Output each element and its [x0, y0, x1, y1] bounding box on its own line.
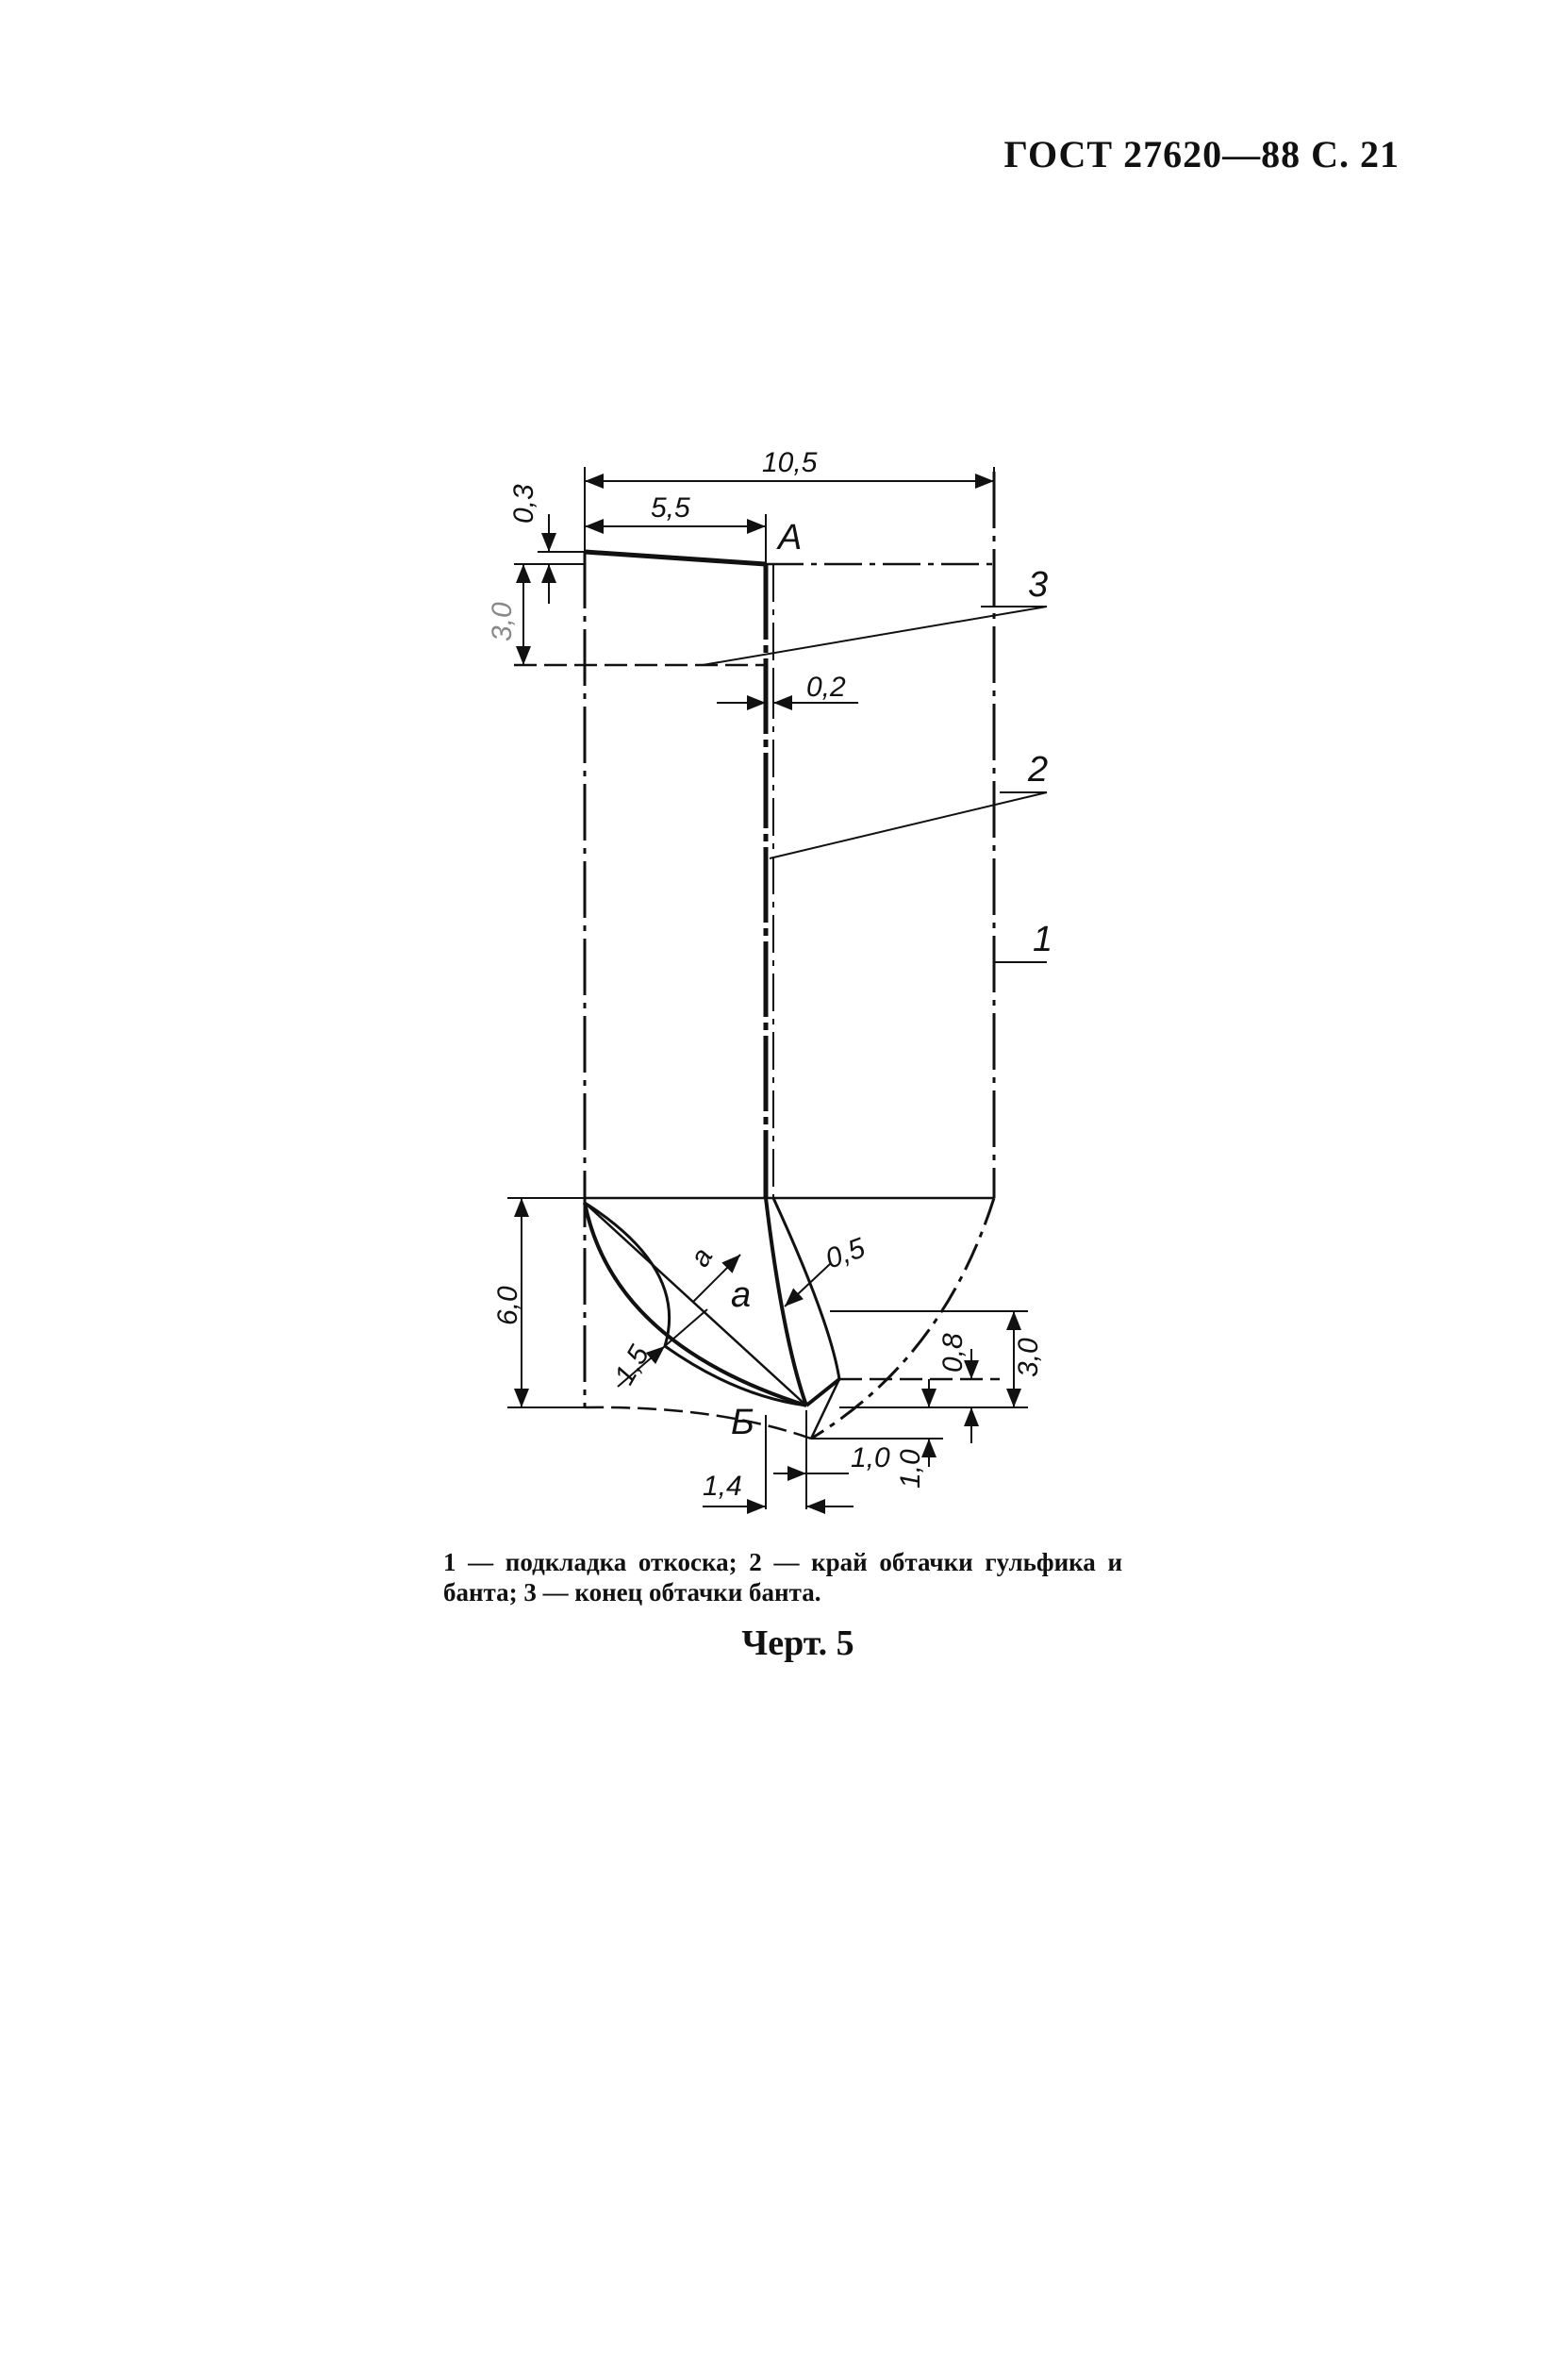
point-a-dim: а: [684, 1243, 719, 1273]
dim-bottom-height: 6,0: [492, 1286, 523, 1325]
callout-1: 1: [1033, 920, 1052, 959]
bottom-curves: [583, 1197, 1000, 1440]
dim-band-height: 3,0: [487, 602, 518, 641]
dim-a-offset: 0,5: [821, 1232, 870, 1274]
caption-item-1: 1 — подкладка откоска;: [443, 1548, 738, 1576]
callout-2: 2: [1027, 750, 1048, 790]
point-b: Б: [731, 1403, 754, 1442]
top-edge: [584, 549, 767, 567]
caption-item-3: 3 — конец обтачки банта.: [523, 1578, 821, 1606]
caption-item-2: 2 — край обтачки гульфика и банта;: [443, 1548, 1122, 1606]
dim-right-height-08: 0,8: [937, 1333, 969, 1373]
dim-right-height-3: 3,0: [1013, 1338, 1044, 1377]
dim-bottom-10: 1,0: [851, 1442, 890, 1473]
lining-outline: [583, 472, 996, 1440]
dim-bottom-14: 1,4: [703, 1471, 742, 1502]
dim-total-width: 10,5: [762, 447, 818, 478]
callout-3: 3: [1028, 565, 1048, 605]
callout-leaders: [702, 606, 1048, 963]
figure-title: Черт. 5: [741, 1623, 854, 1663]
point-a-lower: а: [731, 1275, 751, 1315]
facing-edge: [763, 564, 774, 1198]
dim-curve-offset: 1,5: [608, 1340, 655, 1390]
page-header: ГОСТ 27620—88 С. 21: [1003, 133, 1400, 175]
figure-caption: 1 — подкладка откоска; 2 — край обтачки …: [443, 1547, 1122, 1607]
dim-right-height-10: 1,0: [895, 1449, 926, 1489]
dim-top-offset: 0,3: [508, 484, 539, 524]
dimension-lines: [507, 467, 1028, 1514]
dim-inner-width: 5,5: [651, 492, 690, 524]
dim-gap: 0,2: [806, 672, 846, 703]
point-a-upper: А: [776, 518, 802, 558]
